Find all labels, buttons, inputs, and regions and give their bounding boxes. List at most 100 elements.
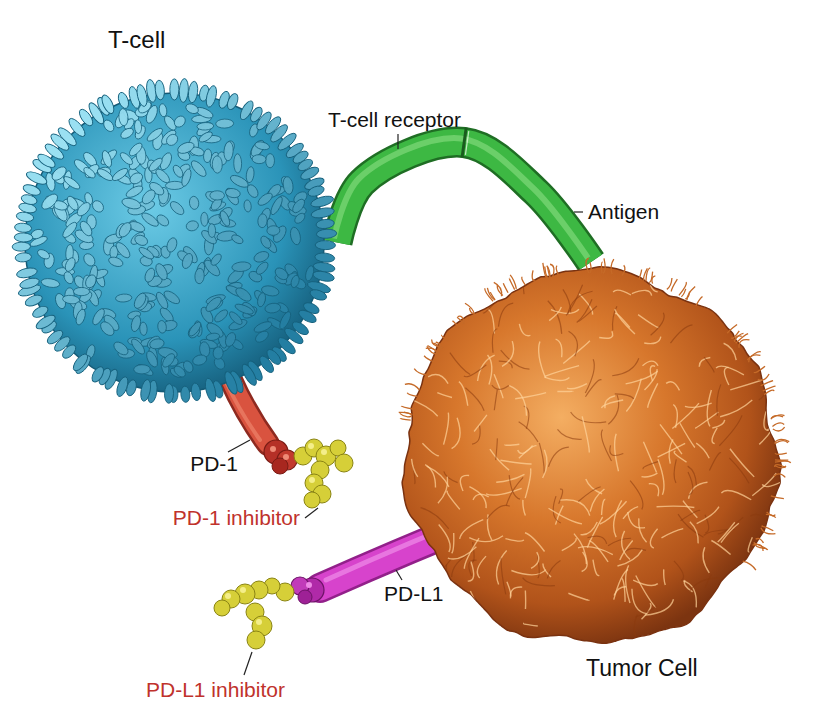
microvillus bbox=[81, 252, 97, 269]
cell-filament bbox=[622, 265, 625, 275]
membrane-fold bbox=[689, 482, 708, 498]
cell-filament bbox=[736, 334, 748, 344]
membrane-fold bbox=[539, 443, 544, 473]
microvillus bbox=[14, 233, 33, 243]
membrane-fold bbox=[712, 428, 717, 444]
microvillus bbox=[194, 268, 204, 284]
membrane-fold bbox=[643, 442, 656, 473]
microvillus bbox=[180, 252, 194, 270]
cell-filament bbox=[775, 466, 786, 468]
microvillus bbox=[12, 242, 31, 251]
microvillus bbox=[297, 308, 318, 325]
antibody-lobe bbox=[214, 600, 230, 616]
microvillus bbox=[133, 233, 149, 247]
membrane-fold bbox=[438, 477, 448, 504]
membrane-fold bbox=[460, 520, 484, 539]
membrane-fold bbox=[460, 475, 469, 491]
cell-filament bbox=[763, 386, 776, 391]
microvillus bbox=[14, 222, 32, 233]
cell-filament bbox=[543, 263, 547, 279]
membrane-fold bbox=[498, 303, 513, 327]
cell-filament bbox=[764, 390, 774, 395]
cell-filament bbox=[766, 514, 776, 517]
microvillus bbox=[243, 200, 251, 213]
microvillus bbox=[62, 174, 81, 191]
membrane-fold bbox=[509, 475, 520, 499]
membrane-fold bbox=[557, 390, 573, 392]
cell-filament bbox=[414, 369, 426, 375]
pdl1-knob bbox=[298, 590, 312, 604]
membrane-fold bbox=[548, 301, 562, 334]
microvillus bbox=[100, 93, 117, 115]
membrane-fold bbox=[690, 522, 698, 544]
microvillus bbox=[180, 386, 190, 403]
cell-filament bbox=[731, 331, 739, 338]
membrane-fold bbox=[568, 291, 593, 314]
membrane-fold bbox=[683, 581, 696, 608]
microvillus bbox=[100, 149, 113, 168]
membrane-fold bbox=[494, 374, 503, 398]
microvillus bbox=[204, 85, 218, 109]
bridge-body bbox=[337, 142, 591, 262]
membrane-fold bbox=[615, 394, 634, 399]
membrane-fold bbox=[748, 537, 752, 552]
membrane-fold bbox=[492, 385, 509, 389]
membrane-fold bbox=[505, 539, 523, 542]
membrane-fold bbox=[670, 325, 692, 343]
membrane-fold bbox=[664, 569, 666, 585]
membrane-fold bbox=[642, 473, 658, 477]
membrane-fold bbox=[486, 488, 522, 495]
microvillus bbox=[257, 213, 267, 228]
cell-filament bbox=[771, 415, 785, 419]
cell-filament bbox=[400, 418, 410, 420]
cell-body bbox=[402, 267, 781, 644]
membrane-fold bbox=[602, 499, 606, 515]
microvillus bbox=[312, 269, 335, 283]
microvillus bbox=[185, 220, 199, 233]
cell-filament bbox=[404, 412, 412, 414]
microvillus bbox=[179, 78, 189, 102]
cell-body bbox=[25, 93, 324, 392]
membrane-fold bbox=[759, 414, 779, 444]
membrane-fold bbox=[633, 580, 658, 585]
membrane-fold bbox=[620, 540, 633, 560]
microvillus bbox=[187, 81, 199, 104]
microvillus bbox=[170, 79, 179, 100]
membrane-fold bbox=[509, 386, 526, 416]
cell-name: Tumor Cell bbox=[586, 655, 698, 681]
microvillus bbox=[118, 151, 134, 167]
membrane-fold bbox=[752, 473, 776, 496]
membrane-fold bbox=[623, 507, 638, 519]
microvillus bbox=[256, 292, 267, 308]
microvillus bbox=[144, 349, 159, 368]
microvillus bbox=[256, 191, 274, 208]
cell-filament bbox=[762, 526, 774, 531]
microvillus bbox=[172, 114, 187, 129]
membrane-fold bbox=[605, 396, 615, 408]
microvillus bbox=[130, 315, 143, 333]
membrane-fold bbox=[501, 558, 506, 595]
membrane-fold bbox=[531, 552, 539, 568]
microvillus bbox=[114, 240, 133, 260]
membrane-fold bbox=[672, 403, 699, 428]
microvillus bbox=[74, 308, 87, 326]
cell-filament bbox=[775, 441, 788, 444]
cell-filament bbox=[547, 266, 550, 277]
membrane-fold bbox=[680, 423, 695, 447]
membrane-fold bbox=[490, 449, 509, 470]
membrane-fold bbox=[578, 487, 600, 502]
microvillus bbox=[168, 199, 186, 217]
cell-filament bbox=[771, 496, 784, 499]
microvillus bbox=[315, 240, 335, 249]
tumor-cell: Tumor Cell bbox=[396, 262, 786, 652]
microvillus bbox=[149, 338, 165, 351]
membrane-fold bbox=[690, 578, 722, 591]
membrane-fold bbox=[599, 331, 612, 338]
cell-filament bbox=[510, 275, 516, 289]
membrane-fold bbox=[593, 560, 599, 576]
membrane-fold bbox=[587, 536, 606, 544]
microvillus bbox=[209, 252, 223, 267]
cell-filament bbox=[407, 393, 417, 397]
membrane-fold bbox=[724, 367, 728, 385]
microvillus bbox=[31, 304, 50, 320]
